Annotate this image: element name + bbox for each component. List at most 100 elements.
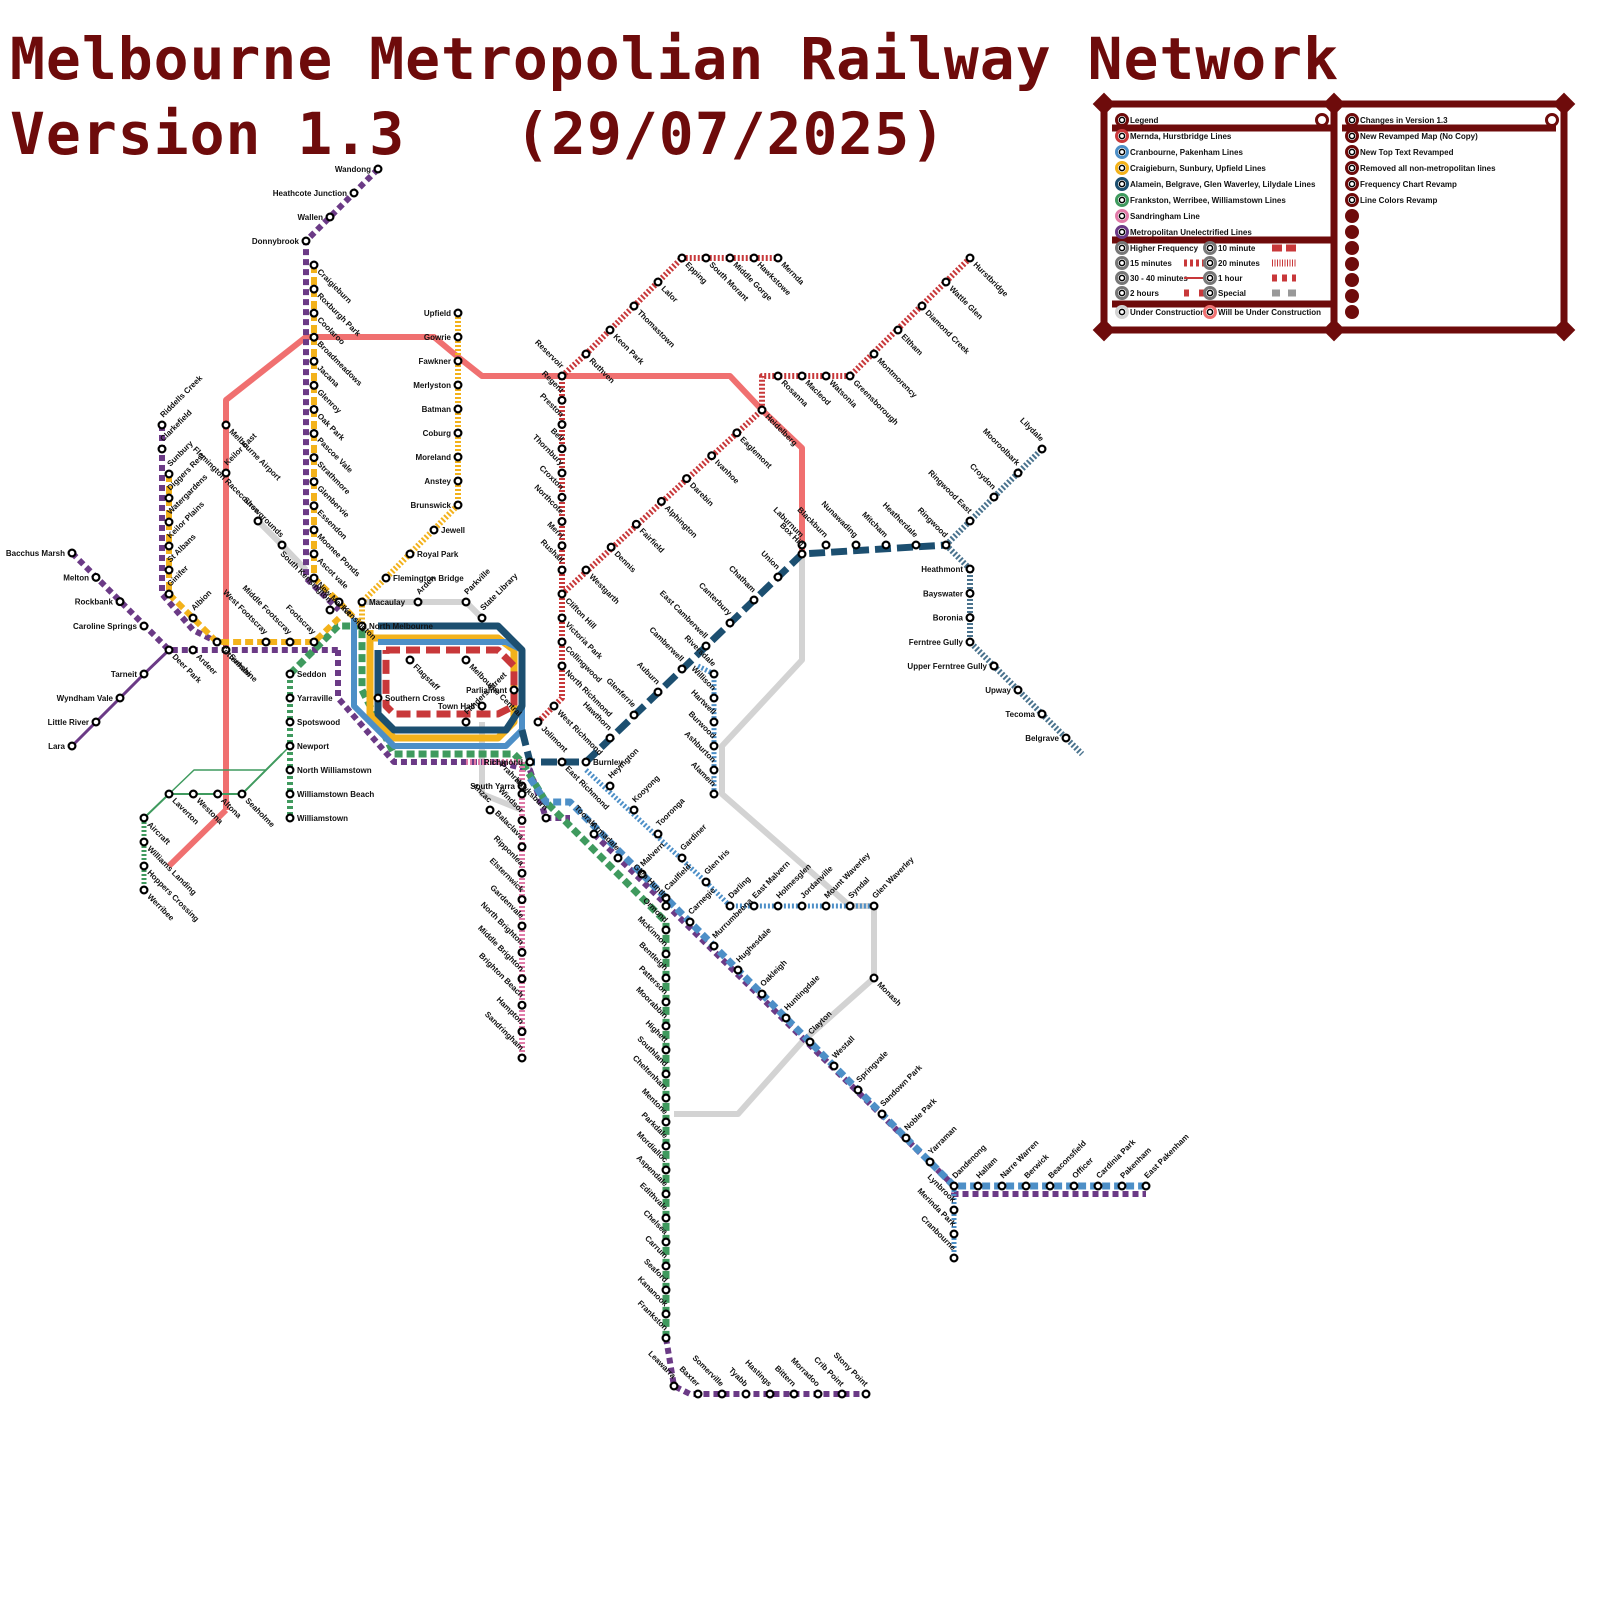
station-marker-rockbank — [117, 598, 124, 605]
station-label-clayton: Clayton — [806, 1009, 833, 1036]
station-marker-hughesdale — [735, 967, 742, 974]
station-marker-spotswood — [287, 719, 294, 726]
station-label-southern-cross: Southern Cross — [385, 694, 446, 703]
station-marker-camberwell — [679, 666, 686, 673]
station-marker-windsor — [519, 817, 526, 824]
station-marker-merri — [559, 542, 566, 549]
station-marker-broadmeadows — [311, 334, 318, 341]
station-marker-ascot-vale — [311, 551, 318, 558]
station-label-glen-iris: Glen Iris — [702, 847, 731, 876]
legend-frequency-2-dot — [1119, 260, 1124, 265]
station-label-middle-brighton: Middle Brighton — [476, 924, 525, 973]
station-marker-croxton — [559, 494, 566, 501]
changes-empty-slot-3 — [1345, 257, 1359, 271]
station-label-chatham: Chatham — [727, 564, 758, 595]
station-marker-alphington — [658, 498, 665, 505]
station-marker-ripponlea — [519, 870, 526, 877]
station-marker-west-footscray — [263, 639, 270, 646]
station-marker-east-richmond — [559, 759, 566, 766]
station-marker-diggers-rest — [166, 495, 173, 502]
station-marker-middle-gorge — [727, 255, 734, 262]
station-marker-montmorency — [871, 351, 878, 358]
station-marker-roxburgh-park — [311, 286, 318, 293]
changes-item-3-label: Frequency Chart Revamp — [1360, 180, 1457, 189]
station-marker-yarraville — [287, 695, 294, 702]
station-marker-nunawading — [853, 542, 860, 549]
legend-header-label: Legend — [1130, 116, 1159, 125]
station-marker-merlyston — [455, 382, 462, 389]
station-marker-showgrounds — [279, 542, 286, 549]
station-label-union: Union — [759, 549, 781, 571]
legend-frequency-1-dot — [1207, 245, 1212, 250]
station-label-gowrie: Gowrie — [424, 333, 452, 342]
station-marker-armadale — [615, 855, 622, 862]
station-label-williamstown: Williamstown — [297, 814, 348, 823]
station-label-auburn: Auburn — [635, 660, 662, 687]
station-label-tecoma: Tecoma — [1005, 710, 1035, 719]
station-label-malvern: Malvern — [638, 841, 666, 869]
station-marker-patterson — [663, 999, 670, 1006]
changes-empty-slot-5 — [1345, 289, 1359, 303]
station-marker-ruthven — [583, 351, 590, 358]
legend-construction-1-label: Will be Under Construction — [1218, 308, 1321, 317]
legend-line-5-dot — [1119, 213, 1124, 218]
station-label-fairfield: Fairfield — [638, 526, 666, 554]
station-label-heidelberg: Heidelberg — [763, 412, 799, 448]
station-marker-springvale — [855, 1087, 862, 1094]
legend-line-3-label: Alamein, Belgrave, Glen Waverley, Lilyda… — [1130, 180, 1316, 189]
station-label-ruthven: Ruthven — [587, 356, 616, 385]
changes-corner-1 — [1553, 319, 1576, 342]
station-marker-victoria-park — [559, 615, 566, 622]
station-marker-hallam — [975, 1183, 982, 1190]
changes-empty-slot-4 — [1345, 273, 1359, 287]
station-marker-gardiner — [679, 855, 686, 862]
station-label-flagstaff: Flagstaff — [411, 662, 441, 692]
station-marker-royal-park — [407, 551, 414, 558]
station-marker-leawarra — [671, 1383, 678, 1390]
station-marker-aircraft — [141, 815, 148, 822]
station-label-tarneit: Tarneit — [111, 670, 137, 679]
station-marker-oakleigh — [759, 991, 766, 998]
station-marker-blackburn — [823, 542, 830, 549]
legend-frequency-6-label: 2 hours — [1130, 289, 1159, 298]
legend-line-6-dot — [1119, 229, 1124, 234]
station-marker-balaclava — [519, 843, 526, 850]
station-label-camberwell: Camberwell — [647, 625, 685, 663]
station-marker-macleod — [799, 373, 806, 380]
station-marker-south-morant — [703, 255, 710, 262]
station-label-parkville: Parkville — [462, 566, 492, 596]
station-label-reservoir: Reservoir — [533, 338, 565, 370]
station-marker-mordialloc — [663, 1167, 670, 1174]
station-label-kooyong: Kooyong — [630, 773, 661, 804]
station-marker-bittern — [791, 1391, 798, 1398]
station-marker-coburg — [455, 430, 462, 437]
changes-item-0-dot — [1349, 133, 1354, 138]
station-label-eltham: Eltham — [899, 332, 924, 357]
legend-frequency-0-dot — [1119, 245, 1124, 250]
station-marker-hawkstowe — [751, 255, 758, 262]
station-label-heathcote-junction: Heathcote Junction — [273, 189, 347, 198]
station-marker-glenroy — [311, 382, 318, 389]
station-marker-clayton — [807, 1039, 814, 1046]
legend-construction-1-dot — [1207, 309, 1212, 314]
station-label-noble-park: Noble Park — [902, 1096, 938, 1132]
station-marker-belgrave — [1063, 735, 1070, 742]
station-label-upper-ferntree-gully: Upper Ferntree Gully — [907, 662, 987, 671]
station-label-hughesdale: Hughesdale — [734, 926, 773, 965]
station-label-croydon: Croydon — [968, 462, 998, 492]
station-label-east-camberwell: East Camberwell — [658, 589, 710, 641]
route-lines — [72, 169, 1146, 1394]
station-label-mitcham: Mitcham — [860, 510, 889, 539]
station-marker-oak-park — [311, 406, 318, 413]
station-marker-east-pakenham — [1143, 1183, 1150, 1190]
legend-line-3-dot — [1119, 181, 1124, 186]
station-marker-state-library — [479, 615, 486, 622]
station-marker-tecoma — [1039, 711, 1046, 718]
station-marker-fairfield — [633, 521, 640, 528]
station-marker-strathmore — [311, 454, 318, 461]
station-marker-holmesglen — [775, 903, 782, 910]
station-marker-upper-ferntree-gully — [991, 663, 998, 670]
station-marker-melbourne-airport — [223, 422, 230, 429]
station-label-darling: Darling — [726, 874, 752, 900]
